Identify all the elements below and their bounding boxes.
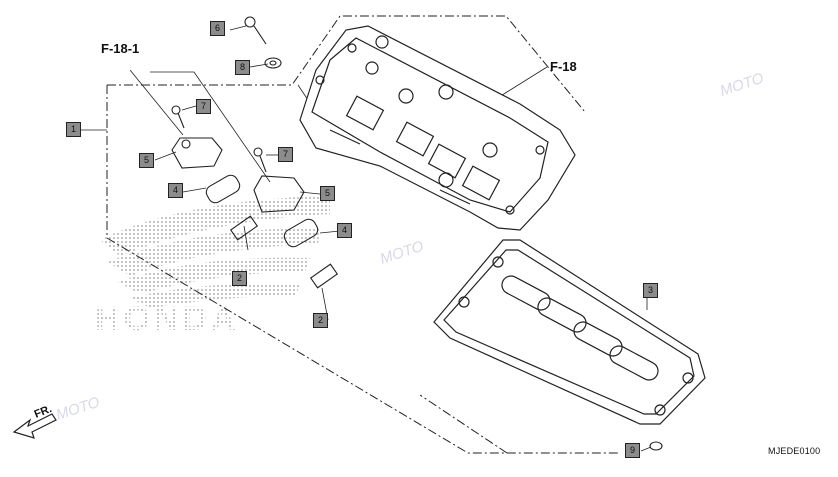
callout-8: 8 [235, 60, 250, 75]
callout-7: 7 [196, 99, 211, 114]
moto-watermark: MOTO [378, 238, 426, 268]
callout-6: 6 [210, 21, 225, 36]
head-cover-art [299, 25, 576, 231]
assembly-frame [106, 15, 620, 454]
honda-wordmark: HONDA [95, 300, 240, 338]
gasket-art [433, 239, 706, 425]
callout-5: 5 [320, 186, 335, 201]
small-parts-art [171, 16, 663, 451]
front-arrow-icon [12, 413, 57, 439]
callout-2: 2 [313, 313, 328, 328]
callout-4: 4 [337, 223, 352, 238]
honda-logo-watermark: HONDA [95, 196, 330, 338]
callout-1: 1 [66, 122, 81, 137]
callout-5: 5 [139, 153, 154, 168]
moto-watermark: MOTO [718, 70, 766, 100]
ref-label-f18-1: F-18-1 [101, 41, 140, 56]
ref-label-f18: F-18 [550, 59, 577, 74]
moto-watermark: MOTO [54, 394, 102, 424]
callout-7: 7 [278, 147, 293, 162]
callout-3: 3 [643, 283, 658, 298]
callout-2: 2 [232, 271, 247, 286]
diagram-code: MJEDE0100 [768, 446, 821, 456]
callout-9: 9 [625, 443, 640, 458]
callout-4: 4 [168, 183, 183, 198]
